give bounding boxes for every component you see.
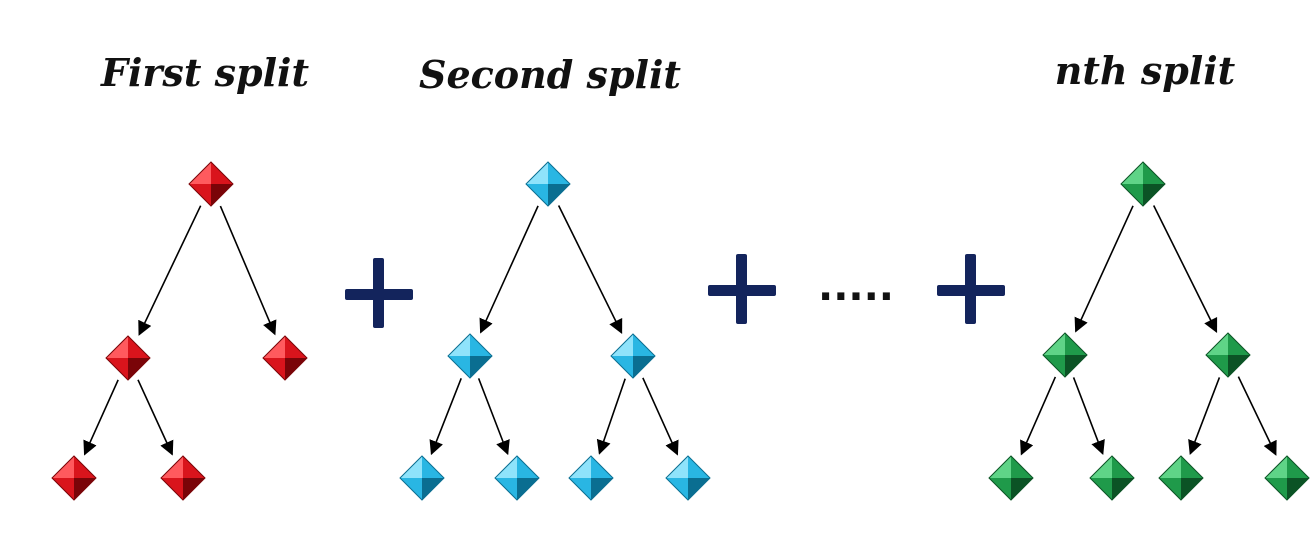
tree-first-split [51, 161, 308, 501]
tree-node-r1a [1158, 455, 1204, 501]
plus-operator-2 [708, 254, 776, 324]
tree-title-second: Second split [419, 52, 681, 97]
tree-node-l1a [399, 455, 445, 501]
edge-arrow [557, 205, 623, 334]
tree-node-r1b [665, 455, 711, 501]
edge-arrow [477, 378, 510, 456]
tree-node-r1 [610, 333, 656, 379]
edge-arrow [479, 205, 539, 334]
edge-arrow [137, 379, 174, 456]
tree-node-root [188, 161, 234, 207]
edge-arrow [83, 379, 119, 456]
plus-operator-3 [937, 254, 1005, 324]
tree-node-root [1120, 161, 1166, 207]
edge-arrow [1237, 376, 1277, 456]
edge-arrow [1072, 377, 1105, 456]
tree-node-l1b [160, 455, 206, 501]
edge-arrow [642, 377, 679, 456]
tree-node-l1a [988, 455, 1034, 501]
tree-node-root [525, 161, 571, 207]
tree-node-r1 [262, 335, 308, 381]
edge-arrow [1074, 205, 1134, 333]
ellipsis: ..... [818, 264, 894, 310]
tree-node-l1 [105, 335, 151, 381]
tree-second-split [399, 161, 711, 501]
tree-node-l1a [51, 455, 97, 501]
edge-arrow [1152, 205, 1218, 334]
tree-node-l1b [1089, 455, 1135, 501]
edge-arrow [219, 205, 277, 336]
tree-title-first: First split [100, 50, 309, 95]
edge-arrow [138, 205, 202, 336]
tree-node-r1 [1205, 332, 1251, 378]
edge-arrow [596, 378, 626, 455]
plus-operator-1 [345, 258, 413, 328]
edge-arrow [1020, 376, 1057, 456]
tree-title-nth: nth split [1055, 48, 1236, 93]
edge-arrow [1188, 377, 1221, 456]
tree-node-l1 [1042, 332, 1088, 378]
tree-node-r1b [1264, 455, 1310, 501]
tree-node-l1 [447, 333, 493, 379]
tree-nth-split [988, 161, 1310, 501]
tree-node-l1b [494, 455, 540, 501]
edge-arrow [429, 378, 462, 456]
tree-node-r1a [568, 455, 614, 501]
